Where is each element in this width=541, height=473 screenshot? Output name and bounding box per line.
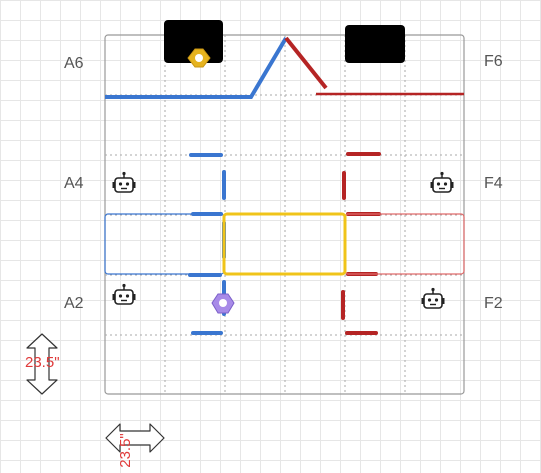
- dimension-horizontal-label: 23.5": [116, 433, 134, 468]
- hex-element-icon: [211, 293, 235, 314]
- label-f4: F4: [484, 175, 503, 192]
- double-arrow-icon: [105, 423, 165, 453]
- center-yellow-zone: [222, 212, 347, 276]
- robot-icon: [112, 171, 136, 193]
- red-barrier: [341, 152, 381, 335]
- robot-icon: [112, 283, 136, 305]
- blue-top-line: [105, 36, 288, 99]
- red-diagonal-line: [284, 36, 328, 90]
- label-a6: A6: [64, 55, 84, 72]
- dimension-vertical-label: 23.5": [25, 354, 60, 371]
- robot-icon: [421, 287, 445, 309]
- label-f6: F6: [484, 53, 503, 70]
- label-a4: A4: [64, 175, 84, 192]
- robot-icon: [430, 171, 454, 193]
- double-arrow-icon: [26, 333, 58, 395]
- hex-element-icon: [187, 48, 211, 68]
- red-basket-box: [345, 25, 405, 63]
- label-f2: F2: [484, 295, 503, 312]
- blue-basket-box: [164, 20, 223, 63]
- label-a2: A2: [64, 295, 84, 312]
